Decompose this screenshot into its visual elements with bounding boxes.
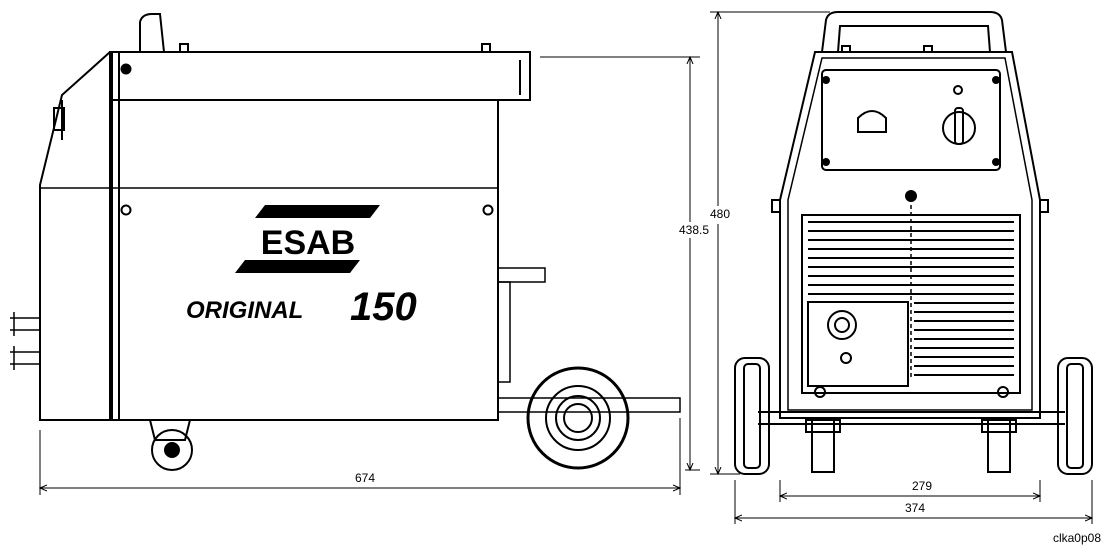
front-connection-panel xyxy=(807,301,909,387)
front-caster-right xyxy=(987,419,1011,473)
front-dimension-lines xyxy=(710,12,1092,524)
dim-front-wheel-inner: 279 xyxy=(912,479,932,493)
front-wheel-right xyxy=(1057,357,1093,475)
side-rear-wheel xyxy=(526,366,630,470)
front-ventilation-grill xyxy=(808,221,1014,376)
front-caster-left xyxy=(811,419,835,473)
front-knob-right xyxy=(942,111,976,145)
side-front-caster xyxy=(151,429,193,471)
side-dimension-lines xyxy=(40,57,700,495)
dim-front-width: 374 xyxy=(905,501,925,515)
drawing-reference: clka0p08 xyxy=(1052,531,1101,545)
front-handle xyxy=(821,11,1007,53)
esab-logo: ESAB xyxy=(235,205,380,273)
model-prefix: ORIGINAL xyxy=(186,297,303,324)
side-top-lid xyxy=(109,51,531,101)
front-control-panel xyxy=(821,69,1001,171)
model-number: 150 xyxy=(350,285,417,329)
dim-side-height: 438.5 xyxy=(679,223,709,237)
front-knob-left xyxy=(857,110,887,133)
front-lower-panel xyxy=(801,214,1021,394)
logo-text: ESAB xyxy=(261,224,355,262)
front-view xyxy=(734,11,1093,475)
side-handle xyxy=(139,13,165,53)
side-front-panel xyxy=(39,51,111,421)
side-view xyxy=(10,13,681,471)
dim-side-length: 674 xyxy=(355,471,375,485)
dim-front-height: 480 xyxy=(710,207,730,221)
front-wheel-left xyxy=(734,357,770,475)
